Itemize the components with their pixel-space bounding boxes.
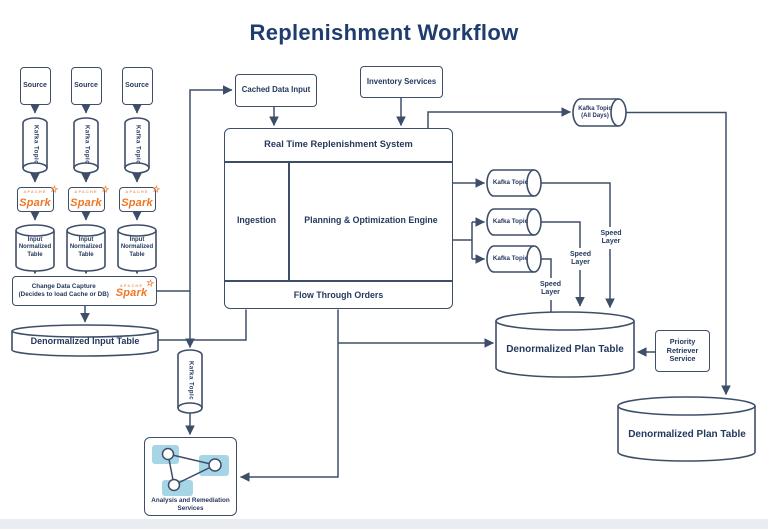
kafka-topic-label-3: Kafka Topic — [134, 125, 141, 165]
kafka-topic-right-label-3: Kafka Topic — [492, 255, 529, 263]
denormalized-plan-table-1-label: Denormalized Plan Table — [506, 344, 624, 355]
source-box-2: Source — [70, 67, 102, 105]
kafka-topic-cylinder-1 — [22, 117, 48, 174]
source-label: Source — [74, 81, 98, 89]
input-normalized-table-cylinder-1 — [15, 224, 55, 272]
spark-star-icon: ☆ — [99, 182, 110, 195]
system-header-label: Real Time Replenishment System — [264, 139, 413, 150]
central-kafka-topic-cylinder — [177, 349, 203, 414]
network-icon — [152, 445, 229, 496]
line-denorm-input-system — [158, 309, 247, 341]
kafka-topic-right-cylinder-3 — [486, 245, 542, 273]
arrow-kafka2-plan-table1 — [541, 221, 585, 307]
input-normalized-table-cylinder-2 — [66, 224, 106, 272]
central-kafka-topic-label: Kafka Topic — [187, 361, 194, 401]
denormalized-plan-table-2-cylinder — [617, 396, 756, 462]
input-normalized-table-cylinder-3 — [117, 224, 157, 272]
source-box-3: Source — [121, 67, 153, 105]
denormalized-plan-table-1-cylinder — [495, 311, 635, 378]
arrow-flow-analysis — [239, 309, 339, 482]
arrow-system-kafka-alldays — [427, 107, 572, 128]
network-edges — [167, 453, 218, 487]
change-data-capture-box: Change Data Capture(Decides to load Cach… — [12, 276, 157, 306]
change-data-capture-label: Change Data Capture(Decides to load Cach… — [18, 283, 109, 298]
system-header-divider — [225, 161, 452, 163]
bottom-strip — [0, 519, 768, 529]
kafka-topic-right-cylinder-2 — [486, 208, 542, 236]
arrow-alldays-plan-table2 — [626, 111, 731, 396]
denormalized-input-table-cylinder — [11, 324, 159, 357]
system-vertical-divider — [288, 161, 290, 280]
network-node — [167, 478, 181, 492]
source-label: Source — [23, 81, 47, 89]
cylinder-shapes — [11, 98, 756, 462]
ingestion-label: Ingestion — [236, 215, 277, 226]
arrow-kafka1-plan-table1 — [541, 182, 615, 309]
kafka-topic-right-label-1: Kafka Topic — [492, 179, 529, 187]
spark-star-icon: ☆ — [150, 182, 161, 195]
cached-data-input-box: Cached Data Input — [235, 74, 317, 107]
realtime-replenishment-system-box: Real Time Replenishment System Ingestion… — [224, 128, 453, 309]
source-box-1: Source — [19, 67, 51, 105]
spark-star-icon: ☆ — [48, 182, 59, 195]
denormalized-input-table-label: Denormalized Input Table — [30, 336, 140, 347]
kafka-topic-all-days-label: Kafka Topic(All Days) — [578, 105, 612, 119]
system-footer-divider — [225, 280, 452, 282]
kafka-topic-cylinder-2 — [73, 117, 99, 174]
spark-star-icon: ☆ — [145, 276, 156, 289]
planning-engine-label: Planning & Optimization Engine — [304, 215, 438, 226]
kafka-topic-right-label-2: Kafka Topic — [492, 218, 529, 226]
diagram-title: Replenishment Workflow — [249, 20, 519, 45]
network-node — [208, 458, 222, 472]
arrow-junction-cached-data — [189, 85, 233, 291]
kafka-topic-cylinder-3 — [124, 117, 150, 174]
kafka-topic-label-2: Kafka Topic — [83, 125, 90, 165]
denormalized-plan-table-2-label: Denormalized Plan Table — [628, 429, 746, 440]
kafka-topic-right-cylinder-1 — [486, 169, 542, 197]
network-node — [161, 447, 175, 461]
kafka-topic-all-days-cylinder — [572, 98, 627, 127]
inventory-services-box: Inventory Services — [360, 66, 443, 98]
kafka-topic-label-1: Kafka Topic — [32, 125, 39, 165]
line-system-branch — [453, 222, 473, 259]
flow-through-orders-label: Flow Through Orders — [293, 289, 384, 300]
source-label: Source — [125, 81, 149, 89]
